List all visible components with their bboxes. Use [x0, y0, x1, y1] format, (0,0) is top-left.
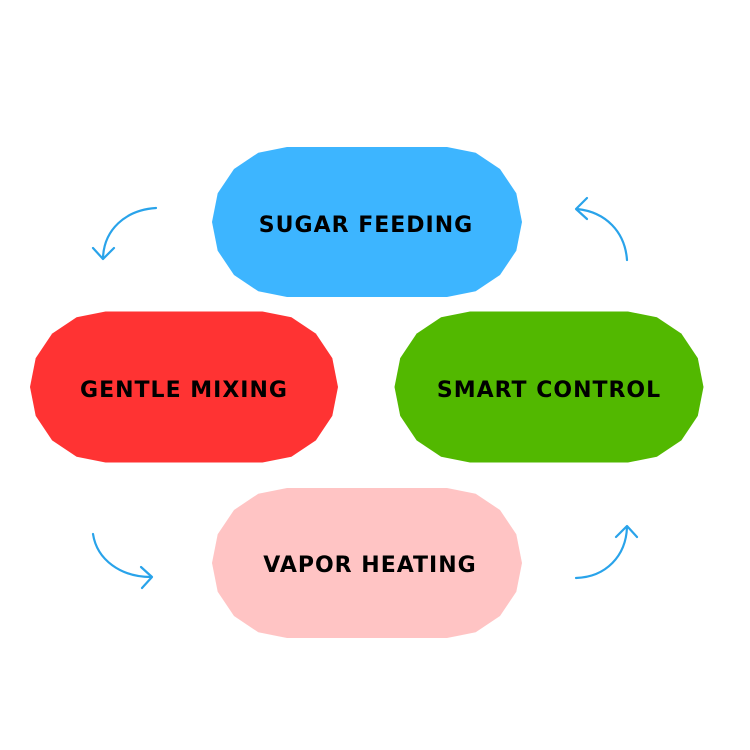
- node-gentle-mixing: GENTLE MIXING: [30, 311, 338, 463]
- arrow-mixing-to-vapor: [91, 532, 154, 590]
- node-smart-control: SMART CONTROL: [394, 311, 704, 463]
- arrow-sugar-to-mixing: [91, 206, 158, 261]
- pill-shape-smart-control: [394, 311, 704, 463]
- arrow-curve-icon: [574, 525, 629, 580]
- node-label-sugar-feeding: SUGAR FEEDING: [259, 213, 473, 238]
- node-vapor-heating: VAPOR HEATING: [212, 488, 522, 638]
- arrowhead-icon: [139, 565, 154, 590]
- arrow-curve-icon: [101, 206, 158, 260]
- arrow-control-to-sugar: [574, 196, 629, 262]
- arrowhead-icon: [91, 246, 116, 261]
- pill-shape-vapor-heating: [212, 488, 522, 638]
- node-label-smart-control: SMART CONTROL: [437, 378, 661, 403]
- pill-shape-gentle-mixing: [30, 311, 338, 463]
- arrow-curve-icon: [91, 532, 153, 579]
- node-label-vapor-heating: VAPOR HEATING: [263, 553, 476, 578]
- arrowhead-icon: [574, 196, 589, 221]
- arrow-vapor-to-control: [574, 524, 639, 580]
- node-label-gentle-mixing: GENTLE MIXING: [80, 378, 288, 403]
- arrow-curve-icon: [575, 207, 629, 262]
- node-sugar-feeding: SUGAR FEEDING: [212, 147, 522, 297]
- pill-shape-sugar-feeding: [212, 147, 522, 297]
- arrowhead-icon: [614, 524, 639, 539]
